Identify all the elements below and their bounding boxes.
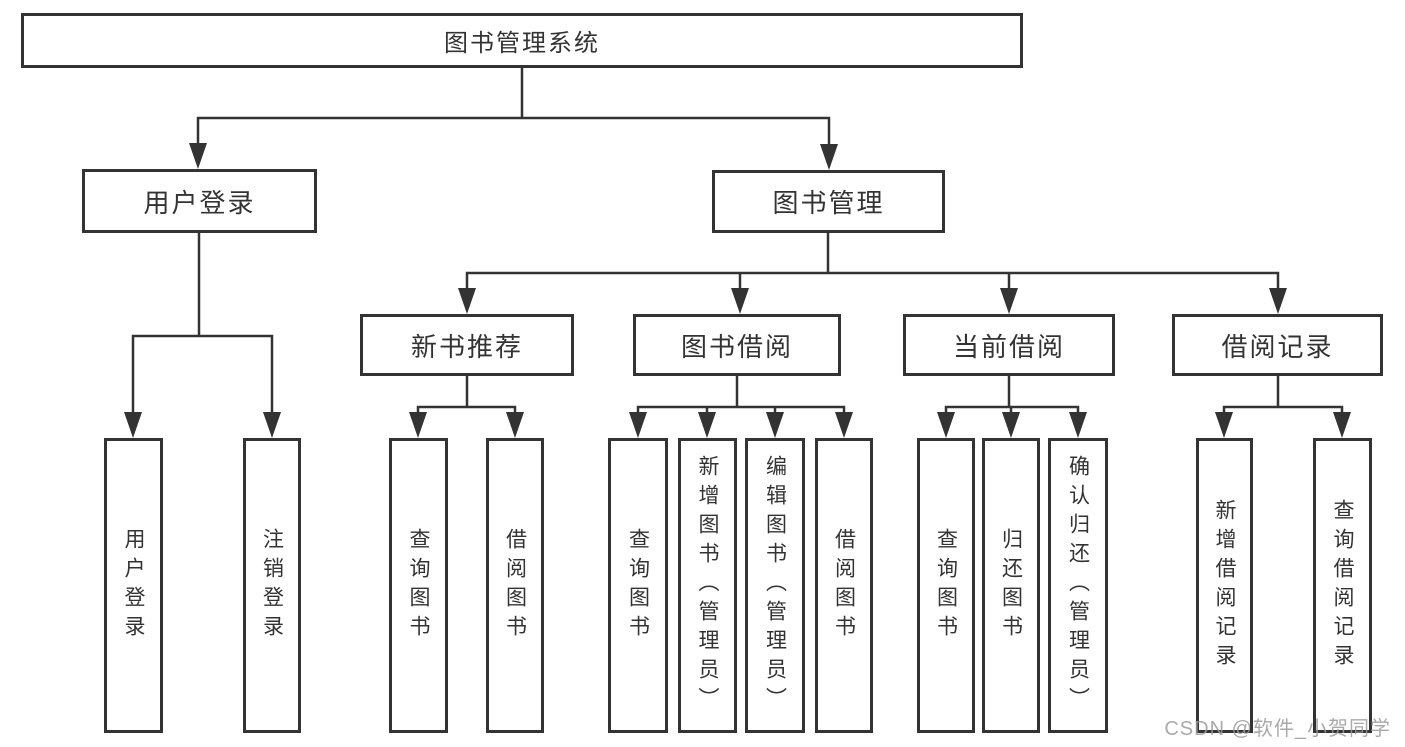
node-label: 新增图书（管理员） (696, 455, 719, 716)
node-label: 新书推荐 (410, 331, 523, 362)
leaf-confirm-return-admin: 确认归还（管理员） (1048, 438, 1108, 733)
leaf-add-borrow-record: 新增借阅记录 (1196, 438, 1253, 733)
leaf-return-books: 归还图书 (982, 438, 1040, 733)
node-book-management: 图书管理 (712, 170, 945, 233)
node-label: 编辑图书（管理员） (763, 455, 787, 716)
node-label: 查询图书 (626, 527, 650, 644)
node-label: 图书管理 (772, 188, 885, 218)
node-label: 图书借阅 (680, 331, 793, 362)
leaf-query-books-borrow: 查询图书 (608, 438, 668, 733)
leaf-query-books-current: 查询图书 (917, 438, 975, 733)
leaf-add-books-admin: 新增图书（管理员） (678, 438, 737, 733)
node-label: 借阅图书 (832, 527, 856, 644)
node-label: 查询图书 (934, 527, 958, 644)
node-book-borrow: 图书借阅 (633, 314, 841, 376)
leaf-borrow-books-recommend: 借阅图书 (486, 438, 544, 733)
node-label: 确认归还（管理员） (1066, 455, 1090, 716)
node-label: 注销登录 (260, 527, 284, 644)
leaf-user-login: 用户登录 (104, 438, 163, 733)
node-label: 新增借阅记录 (1213, 498, 1236, 673)
leaf-logout: 注销登录 (243, 438, 301, 733)
leaf-borrow-books: 借阅图书 (815, 438, 873, 733)
leaf-edit-books-admin: 编辑图书（管理员） (745, 438, 805, 733)
node-label: 用户登录 (143, 187, 256, 218)
leaf-query-borrow-record: 查询借阅记录 (1313, 438, 1372, 733)
node-label: 图书管理系统 (444, 30, 600, 57)
watermark: CSDN @软件_小贺同学 (1164, 718, 1391, 740)
node-label: 借阅记录 (1221, 331, 1334, 362)
node-user-login: 用户登录 (82, 169, 317, 233)
node-current-borrow: 当前借阅 (903, 314, 1115, 376)
node-borrow-records: 借阅记录 (1172, 314, 1383, 376)
node-label: 查询借阅记录 (1331, 498, 1354, 673)
leaf-query-books-recommend: 查询图书 (389, 438, 448, 733)
node-library-management-system: 图书管理系统 (21, 13, 1023, 68)
node-label: 查询图书 (407, 527, 430, 644)
node-label: 借阅图书 (503, 527, 527, 644)
node-label: 用户登录 (122, 527, 145, 644)
node-label: 当前借阅 (952, 331, 1065, 362)
node-new-book-recommend: 新书推荐 (360, 314, 574, 376)
node-label: 归还图书 (999, 527, 1023, 644)
